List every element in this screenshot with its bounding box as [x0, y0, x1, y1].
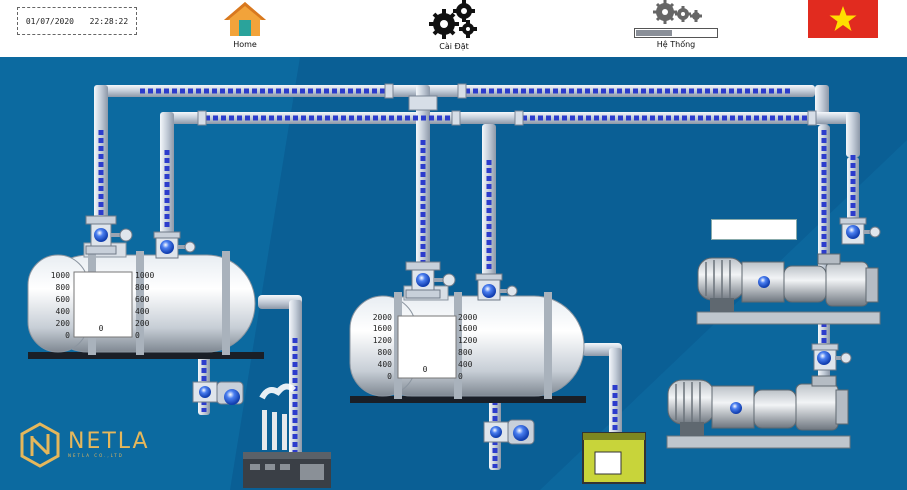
tank-2-scale-label: 1200	[373, 336, 392, 345]
flag-star-icon	[829, 6, 857, 31]
vietnam-flag-icon[interactable]	[808, 0, 878, 38]
tank-1-scale-label: 200	[135, 319, 150, 328]
valve-tank1-inlet-b[interactable]	[153, 231, 196, 259]
tank-2-scale-label: 400	[378, 360, 393, 369]
system-gears-icon	[653, 0, 702, 24]
system-progress-bar	[634, 28, 718, 38]
pump-readout-field[interactable]	[711, 219, 797, 240]
home-button[interactable]: Home	[220, 0, 270, 56]
system-button[interactable]: Hệ Thống	[630, 0, 722, 56]
pump-2[interactable]	[666, 375, 851, 449]
tank-2-level-gauge	[397, 315, 457, 379]
valve-pump-2-inlet[interactable]	[811, 343, 852, 371]
tank-2-scale-label: 1600	[458, 324, 477, 333]
tank-1-scale-label: 200	[56, 319, 71, 328]
tank-2-scale-label: 800	[458, 348, 473, 357]
valve-tank2-inlet-a[interactable]	[405, 261, 456, 299]
tank-1-scale-label: 1000	[51, 271, 70, 280]
tank-2-scale-label: 0	[458, 372, 463, 381]
time-text: 22:28:22	[89, 16, 129, 26]
pipe-network	[94, 85, 860, 470]
netla-logo-icon	[20, 422, 60, 468]
tank-1[interactable]: 1000 800 600 400 200 0 1000 800 600 400 …	[27, 242, 264, 359]
tank-1-scale-label: 600	[135, 295, 150, 304]
pump-1[interactable]	[696, 253, 881, 325]
valve-pump-1-inlet[interactable]	[839, 217, 881, 245]
process-diagram: 1000 800 600 400 200 0 1000 800 600 400 …	[0, 57, 907, 490]
tank-2-scale-label: 400	[458, 360, 473, 369]
factory-icon	[243, 383, 331, 488]
valve-tank1-inlet-a[interactable]	[85, 215, 133, 255]
tank-2-scale-label: 1600	[373, 324, 392, 333]
system-label: Hệ Thống	[656, 40, 696, 49]
tank-2-level-value: 0	[423, 365, 428, 374]
tank-1-scale-label: 400	[56, 307, 71, 316]
tank-1-level-value: 0	[99, 324, 104, 333]
tank-1-scale-label: 400	[135, 307, 150, 316]
brand-logo: NETLA NETLA CO.,LTD	[68, 429, 150, 459]
settings-label: Cài Đặt	[439, 42, 469, 51]
home-icon	[224, 2, 266, 36]
brand-tagline: NETLA CO.,LTD	[68, 453, 124, 458]
tank-1-level-gauge	[73, 271, 133, 338]
tank-1-scale-label: 600	[56, 295, 71, 304]
tank-1-scale-label: 800	[56, 283, 71, 292]
tank-1-scale-label: 0	[65, 331, 70, 340]
top-bar: 01/07/2020 22:28:22 Home	[0, 0, 907, 58]
tank-1-scale-label: 0	[135, 331, 140, 340]
tank-1-scale-label: 800	[135, 283, 150, 292]
valve-tank2-drain[interactable]	[483, 419, 535, 445]
tank-1-scale-label: 1000	[135, 271, 154, 280]
brand-name: NETLA	[68, 429, 150, 454]
tank-2-scale-label: 800	[378, 348, 393, 357]
date-text: 01/07/2020	[25, 16, 74, 26]
valve-tank1-drain[interactable]	[192, 381, 244, 405]
tank-2-scale-label: 0	[387, 372, 392, 381]
tank-2-scale-label: 2000	[373, 313, 392, 322]
date-time-display: 01/07/2020 22:28:22	[17, 7, 137, 35]
gears-icon	[429, 0, 477, 39]
tank-2[interactable]: 2000 1600 1200 800 400 0 2000 1600 1200 …	[349, 285, 586, 403]
tank-2-scale-label: 1200	[458, 336, 477, 345]
home-label: Home	[233, 40, 257, 49]
tank-2-scale-label: 2000	[458, 313, 477, 322]
settings-button[interactable]: Cài Đặt	[424, 0, 484, 56]
valve-tank2-inlet-b[interactable]	[475, 273, 518, 301]
outlet-box-icon	[582, 432, 646, 484]
